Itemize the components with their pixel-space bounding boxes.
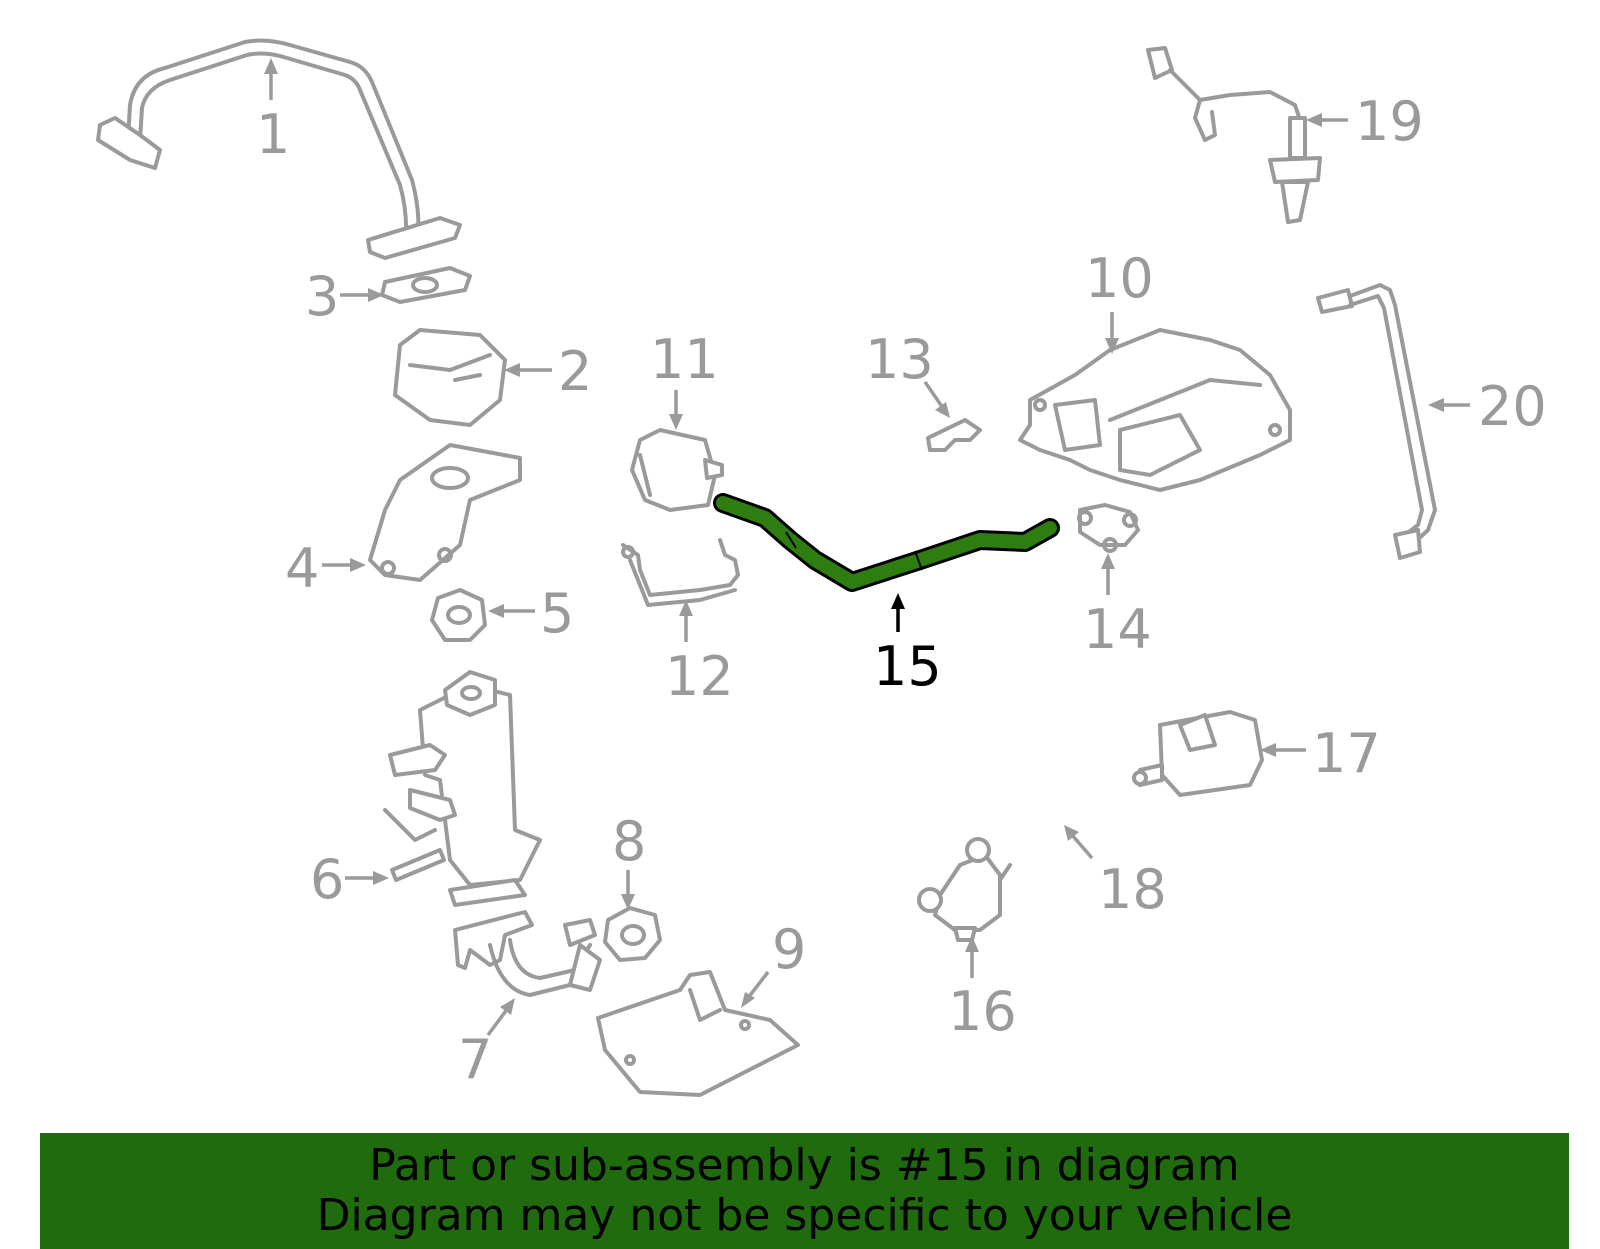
callout-20: 20	[1428, 375, 1547, 438]
callout-19: 19	[1306, 90, 1424, 153]
callout-5: 5	[488, 582, 574, 645]
svg-text:5: 5	[540, 582, 574, 645]
part-9-heat-shield[interactable]	[596, 970, 800, 1097]
svg-text:11: 11	[650, 328, 719, 391]
callout-15: 15	[873, 593, 942, 698]
callout-4: 4	[285, 537, 366, 600]
svg-text:9: 9	[772, 918, 806, 981]
callout-1: 1	[256, 58, 290, 166]
part-8-gasket[interactable]	[603, 906, 662, 962]
part-17-purge-valve[interactable]	[1132, 710, 1264, 797]
svg-text:3: 3	[305, 265, 339, 328]
part-14-solenoid[interactable]	[1077, 503, 1140, 553]
svg-text:14: 14	[1083, 598, 1152, 661]
svg-text:12: 12	[665, 645, 734, 708]
svg-text:17: 17	[1312, 722, 1381, 785]
info-banner: Part or sub-assembly is #15 in diagram D…	[40, 1133, 1569, 1249]
svg-text:18: 18	[1098, 858, 1167, 921]
callout-2: 2	[504, 340, 592, 403]
svg-text:20: 20	[1478, 375, 1547, 438]
callout-9: 9	[741, 918, 806, 1008]
part-11-sensor[interactable]	[630, 428, 724, 512]
banner-line-2: Diagram may not be specific to your vehi…	[316, 1190, 1293, 1241]
svg-text:19: 19	[1355, 90, 1424, 153]
callout-10: 10	[1085, 247, 1154, 354]
part-20-sensor-cable[interactable]	[1316, 283, 1437, 560]
banner-line-1: Part or sub-assembly is #15 in diagram	[369, 1140, 1240, 1191]
svg-text:7: 7	[458, 1028, 492, 1091]
svg-text:4: 4	[285, 537, 319, 600]
svg-text:16: 16	[948, 980, 1017, 1043]
part-5-gasket[interactable]	[430, 588, 487, 642]
callout-12: 12	[665, 600, 734, 708]
part-4-bracket[interactable]	[368, 443, 522, 582]
part-19-oxygen-sensor[interactable]	[1146, 46, 1322, 224]
callout-8: 8	[612, 810, 646, 910]
part-2-egr-valve[interactable]	[393, 328, 507, 427]
svg-text:2: 2	[558, 340, 592, 403]
part-13-clip[interactable]	[926, 418, 982, 452]
callout-7: 7	[458, 998, 515, 1091]
part-18-small-hose[interactable]	[1018, 783, 1107, 852]
part-3-gasket[interactable]	[380, 266, 472, 304]
svg-text:6: 6	[310, 848, 344, 911]
part-15-hose[interactable]	[713, 493, 1060, 592]
svg-text:15: 15	[873, 635, 942, 698]
callout-17: 17	[1260, 722, 1381, 785]
callout-11: 11	[650, 328, 719, 430]
svg-text:10: 10	[1085, 247, 1154, 310]
svg-text:8: 8	[612, 810, 646, 873]
callout-16: 16	[948, 936, 1017, 1043]
part-16-vacuum-valve[interactable]	[917, 837, 1012, 942]
callout-14: 14	[1083, 553, 1152, 661]
callout-13: 13	[865, 328, 950, 418]
part-6-egr-cooler[interactable]	[383, 670, 542, 907]
svg-text:13: 13	[865, 328, 934, 391]
callout-18: 18	[1064, 825, 1167, 921]
part-12-bracket[interactable]	[621, 538, 740, 607]
part-7-egr-pipe[interactable]	[453, 910, 602, 997]
part-1-egr-tube[interactable]	[96, 38, 462, 260]
part-10-canister[interactable]	[1018, 328, 1292, 492]
svg-text:1: 1	[256, 103, 290, 166]
callout-3: 3	[305, 265, 384, 328]
callout-6: 6	[310, 848, 389, 911]
